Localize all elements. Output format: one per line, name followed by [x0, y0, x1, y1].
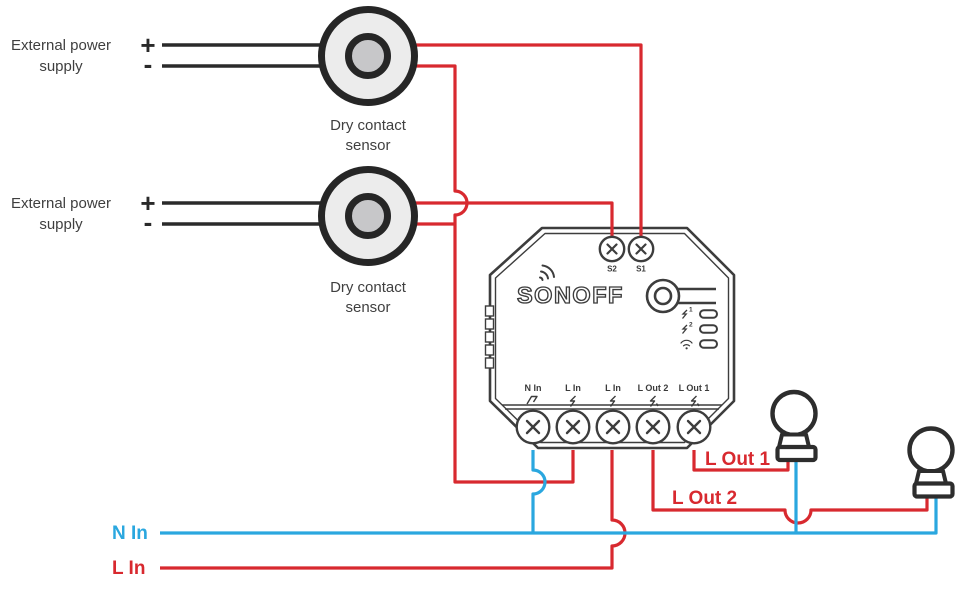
bulb1-base — [775, 444, 818, 463]
wire-label-l-out-2: L Out 2 — [672, 488, 737, 509]
supply-leads — [162, 43, 330, 226]
clip — [484, 344, 495, 356]
wire-l-out-2 — [651, 450, 929, 525]
lightning-icon — [609, 395, 616, 407]
red-wires — [160, 43, 929, 570]
bulb2-base — [912, 481, 955, 499]
supply1-label-group: External power supply + - — [11, 30, 156, 79]
terminal-screw-icon — [525, 419, 541, 435]
led-indicators: 1 2 — [680, 307, 718, 350]
supply1-plus-symbol: + — [140, 30, 155, 60]
device-left-clips — [484, 305, 495, 369]
sensor2-label-line1: Dry contact — [330, 279, 407, 296]
bulb-1 — [770, 389, 818, 463]
wifi-arc-inner — [682, 344, 691, 347]
sensor2-inner-ring — [345, 193, 391, 239]
lightning-icon — [690, 395, 700, 407]
wire-l-out-1 — [692, 450, 790, 472]
sensor-labels: Dry contact sensor Dry contact sensor — [330, 117, 407, 316]
sonoff-device-details: S2 S1 SONOFF 1 2 — [515, 235, 718, 445]
terminal-label-l-in-b: L In — [605, 383, 621, 393]
relay2-led-sup: 2 — [689, 322, 693, 329]
relay1-led-sup: 1 — [689, 307, 693, 314]
wire-n-in-stub — [531, 450, 547, 533]
lightning-icon — [649, 395, 659, 407]
neutral-icon — [526, 395, 538, 405]
supply2-label-group: External power supply + - — [11, 188, 156, 237]
sensor1-inner-ring — [345, 33, 391, 79]
wifi-dot — [685, 347, 688, 350]
supply2-plus-symbol: + — [140, 188, 155, 218]
sensor1-label-line2: sensor — [345, 137, 390, 154]
terminal-s2-label: S2 — [607, 265, 617, 274]
terminal-screw-icon — [565, 419, 581, 435]
clip — [484, 318, 495, 330]
labels: External power supply + - External power… — [11, 30, 771, 579]
terminal-n-in — [515, 409, 551, 445]
dry-contact-sensor-2 — [318, 166, 418, 266]
bulb2-globe — [907, 426, 955, 474]
sound-wave-icon — [539, 264, 555, 281]
reset-button-inner — [653, 286, 673, 306]
terminal-s1-screw-icon — [635, 243, 647, 255]
supply1-minus-symbol: - — [144, 49, 153, 79]
clip — [484, 357, 495, 369]
bottom-terminal-labels: N In L In L In L Out 2 L Out 1 — [525, 383, 710, 407]
sonoff-logo: SONOFF — [516, 264, 624, 309]
relay1-lightning-icon — [681, 309, 688, 319]
clip — [484, 305, 495, 317]
terminal-l-out-2 — [635, 409, 671, 445]
wire-sensor2-to-s2 — [405, 201, 614, 242]
terminal-label-l-out-1: L Out 1 — [679, 383, 710, 393]
terminal-l-in-b — [595, 409, 631, 445]
reset-button-slot — [677, 287, 716, 305]
dry-contact-sensor-1 — [318, 6, 418, 106]
terminal-screw-icon — [645, 419, 661, 435]
bulb1-globe — [770, 389, 818, 438]
terminal-label-l-in-a: L In — [565, 383, 581, 393]
top-terminals: S2 S1 — [598, 235, 655, 274]
terminal-label-l-out-2: L Out 2 — [638, 383, 669, 393]
wifi-arc-outer — [680, 339, 693, 344]
wire-label-l-in: L In — [112, 558, 145, 579]
terminal-s2-screw-icon — [606, 243, 618, 255]
relay1-led — [699, 309, 718, 319]
device-inner-outline — [494, 232, 730, 444]
supply1-label-line2: supply — [39, 58, 83, 75]
sensor1-label-line1: Dry contact — [330, 117, 407, 134]
wire-l-in-feed — [160, 450, 627, 570]
wires — [160, 43, 938, 570]
bottom-terminals — [515, 409, 712, 445]
supply2-minus-symbol: - — [144, 207, 153, 237]
relay2-lightning-icon — [681, 324, 688, 334]
sensor2-label-line2: sensor — [345, 299, 390, 316]
brand-name: SONOFF — [517, 282, 624, 308]
terminal-s1-label: S1 — [636, 265, 646, 274]
wire-n-in-feed — [160, 490, 938, 535]
terminal-icons — [526, 395, 700, 407]
clip — [484, 331, 495, 343]
supply2-label-line1: External power — [11, 195, 111, 212]
terminal-screw-icon — [686, 419, 702, 435]
relay2-led — [699, 324, 718, 334]
wire-label-l-out-1: L Out 1 — [705, 449, 771, 470]
terminal-screw-icon — [605, 419, 621, 435]
lightning-icon — [569, 395, 576, 407]
terminal-l-in-a — [555, 409, 591, 445]
terminal-l-out-1 — [676, 409, 712, 445]
supply1-label-line1: External power — [11, 37, 111, 54]
wire-labels: L Out 1 L Out 2 N In L In — [112, 449, 771, 579]
wire-label-n-in: N In — [112, 523, 148, 544]
supply2-label-line2: supply — [39, 216, 83, 233]
bulb-2 — [907, 426, 955, 499]
terminal-label-n-in: N In — [525, 383, 542, 393]
wire-sensor1-to-s1 — [405, 43, 643, 242]
wifi-icon — [680, 339, 693, 350]
wifi-led — [699, 339, 718, 349]
blue-wires — [160, 450, 938, 535]
reset-button — [645, 278, 716, 314]
